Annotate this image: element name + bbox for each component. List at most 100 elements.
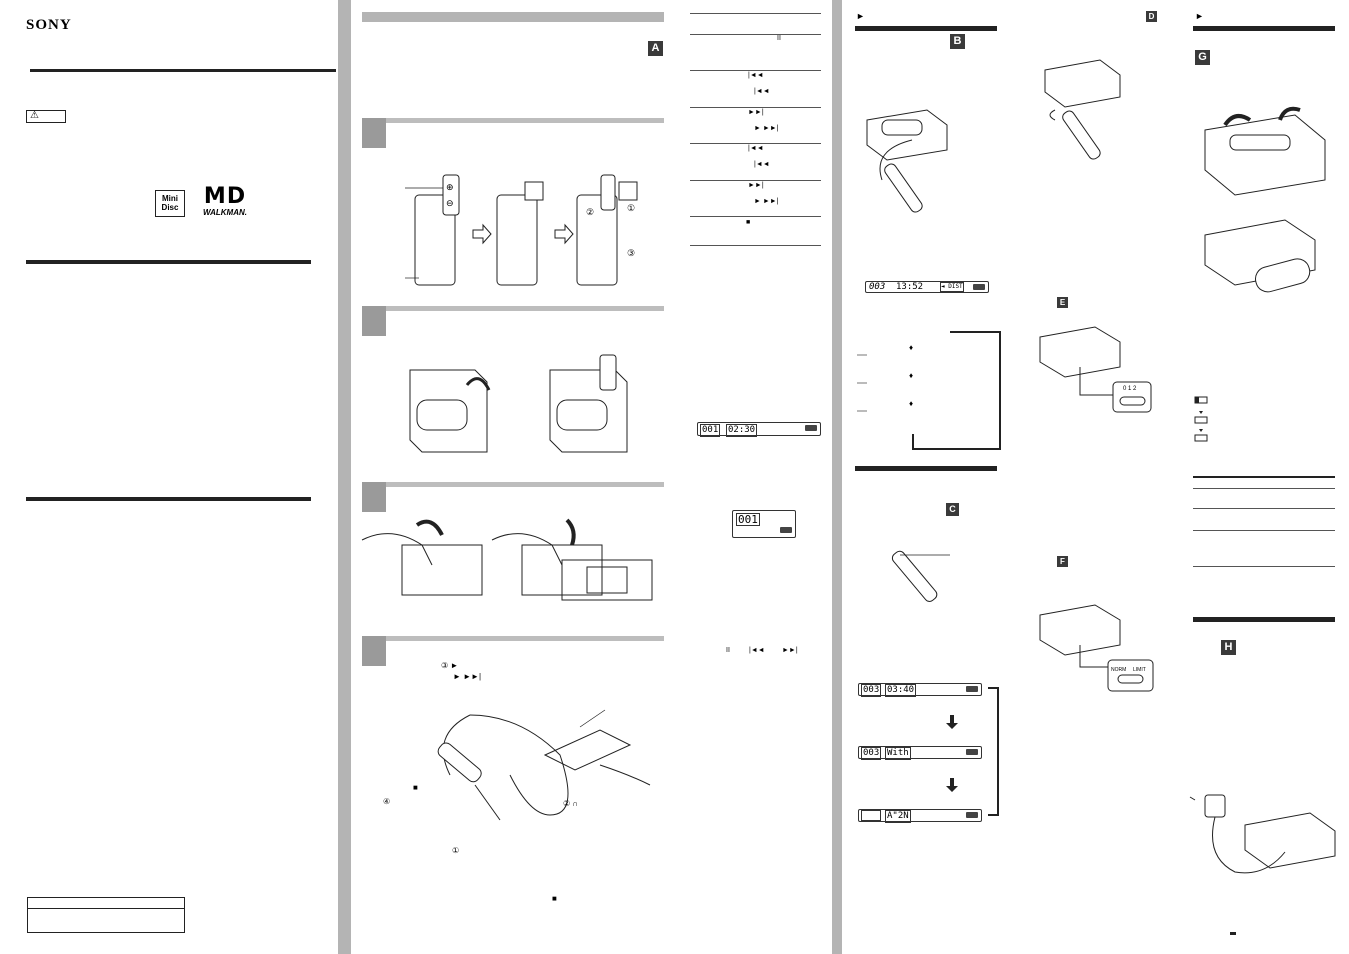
minidisc-logo: Mini Disc	[155, 190, 185, 217]
table-symbol-play-next-1: ► ►►|	[754, 125, 779, 132]
column-separator-1	[338, 0, 351, 954]
step4-headphone-jack: ② ∩	[563, 799, 579, 808]
walkman-logo-text: WALKMAN.	[203, 208, 247, 217]
display-c-3: A"2N	[858, 809, 982, 823]
step-1-line	[386, 118, 664, 123]
b-rule	[855, 26, 997, 31]
warning-icon: ⚠	[30, 110, 39, 121]
step-4-line	[386, 636, 664, 641]
step1-circle-1: ①	[627, 203, 636, 213]
table-rule-5	[690, 180, 821, 181]
play-triangle-g: ►	[1195, 11, 1204, 21]
section-rule-1	[26, 260, 311, 264]
step4-stop: ■	[413, 783, 418, 792]
g-table-rule-1	[1193, 476, 1335, 478]
svg-text:♦: ♦	[909, 399, 913, 408]
bottom-next: ►►|	[782, 647, 798, 654]
section-label-e: E	[1057, 297, 1068, 308]
step4-circle-1: ①	[452, 846, 460, 855]
table-rule-3	[690, 107, 821, 108]
display-c-3-value: A"2N	[885, 810, 911, 823]
step4-play-next-label: ► ►►|	[453, 672, 482, 681]
g-table-rule-2	[1193, 488, 1335, 489]
table-rule-2	[690, 70, 821, 71]
battery-icon-c2	[966, 749, 978, 755]
player-switch-f-illustration	[1039, 604, 1154, 692]
header-bar	[362, 12, 664, 22]
battery-icon-b	[973, 284, 985, 290]
display-c-1-value: 03:40	[885, 684, 917, 697]
bottom-prev: |◄◄	[749, 647, 765, 654]
remote-headphones-illustration	[437, 709, 651, 821]
step-2-line	[386, 306, 664, 311]
display-a-track: 001	[700, 424, 721, 437]
display-c-1: 003 03:40	[858, 683, 982, 697]
section-rule-2	[26, 497, 311, 501]
svg-text:⊖: ⊖	[446, 199, 454, 209]
title-rule	[30, 69, 336, 72]
table-symbol-stop: ■	[746, 219, 751, 226]
md-logo-text: MD	[203, 184, 247, 209]
table-symbol-prev-4: |◄◄	[754, 161, 770, 168]
table-symbol-prev-2: |◄◄	[754, 88, 770, 95]
table-rule-6	[690, 216, 821, 217]
display-b-time: 13:52	[896, 282, 924, 292]
svg-text:♦: ♦	[909, 343, 913, 352]
display-b-tag: ◄ DIST	[940, 282, 964, 292]
display-a-time: 02:30	[726, 424, 758, 437]
switch-e-labels: 0 1 2	[1123, 386, 1137, 392]
display-c-3-track	[861, 810, 881, 821]
warning-box: ⚠	[26, 110, 66, 123]
ac-adaptor-h-illustration	[1189, 794, 1336, 874]
display-c-2-value: With	[885, 747, 911, 760]
section-label-a: A	[648, 41, 663, 56]
table-rule-4	[690, 143, 821, 144]
mode-loop-diagram: ♦ ♦ ♦	[857, 331, 1001, 450]
step4-circle-4: ④	[383, 797, 391, 806]
battery-insert-illustration: ⊕ ⊖	[405, 174, 638, 286]
g-table-rule-5	[1193, 566, 1335, 567]
g-table-rule-4	[1193, 530, 1335, 531]
section-label-h: H	[1221, 640, 1236, 655]
display-a-small: 001	[732, 510, 796, 538]
display-a-small-track: 001	[736, 513, 760, 526]
step4-play-label: ③ ►	[441, 661, 459, 670]
bottom-stop: ■	[552, 894, 557, 903]
display-cycle-arrows	[946, 687, 999, 816]
step-3-line	[386, 482, 664, 487]
table-rule-1	[690, 34, 821, 35]
display-a-main: 001 02:30	[697, 422, 821, 437]
table-symbol-prev-3: |◄◄	[748, 145, 764, 152]
display-c-1-track: 003	[861, 684, 882, 697]
info-box	[27, 897, 185, 933]
player-remote-b-illustration	[866, 109, 948, 213]
section-label-g: G	[1195, 50, 1210, 65]
section-label-d: D	[1146, 11, 1157, 22]
battery-icon-c3	[966, 812, 978, 818]
dc-in-mark	[1230, 932, 1236, 935]
table-rule-7	[690, 245, 821, 246]
player-switch-e-illustration	[1039, 326, 1152, 413]
step-4-marker	[362, 636, 386, 666]
display-b: 003 13:52 ◄ DIST	[865, 281, 989, 293]
minidisc-logo-text: Mini Disc	[161, 194, 179, 212]
player-open-illustration	[409, 354, 628, 453]
battery-level-indicator	[1194, 396, 1208, 442]
table-symbol-pause: II	[777, 35, 781, 42]
table-symbol-prev-1: |◄◄	[748, 72, 764, 79]
sony-logo: SONY	[26, 17, 72, 33]
section-label-b: B	[950, 34, 965, 49]
battery-icon-c1	[966, 686, 978, 692]
step1-circle-2: ②	[586, 207, 595, 217]
table-symbol-next-1: ►►|	[748, 109, 764, 116]
bottom-pause: II	[726, 647, 730, 654]
display-b-track: 003	[869, 282, 886, 292]
g-table-rule-3	[1193, 508, 1335, 509]
display-c-2: 003 With	[858, 746, 982, 760]
step-3-marker	[362, 482, 386, 512]
disc-insert-illustration	[361, 518, 653, 601]
step-2-marker	[362, 306, 386, 336]
player-remote-d-illustration	[1044, 59, 1121, 160]
battery-case-g-illustration	[1204, 106, 1326, 293]
table-symbol-play-next-2: ► ►►|	[754, 198, 779, 205]
